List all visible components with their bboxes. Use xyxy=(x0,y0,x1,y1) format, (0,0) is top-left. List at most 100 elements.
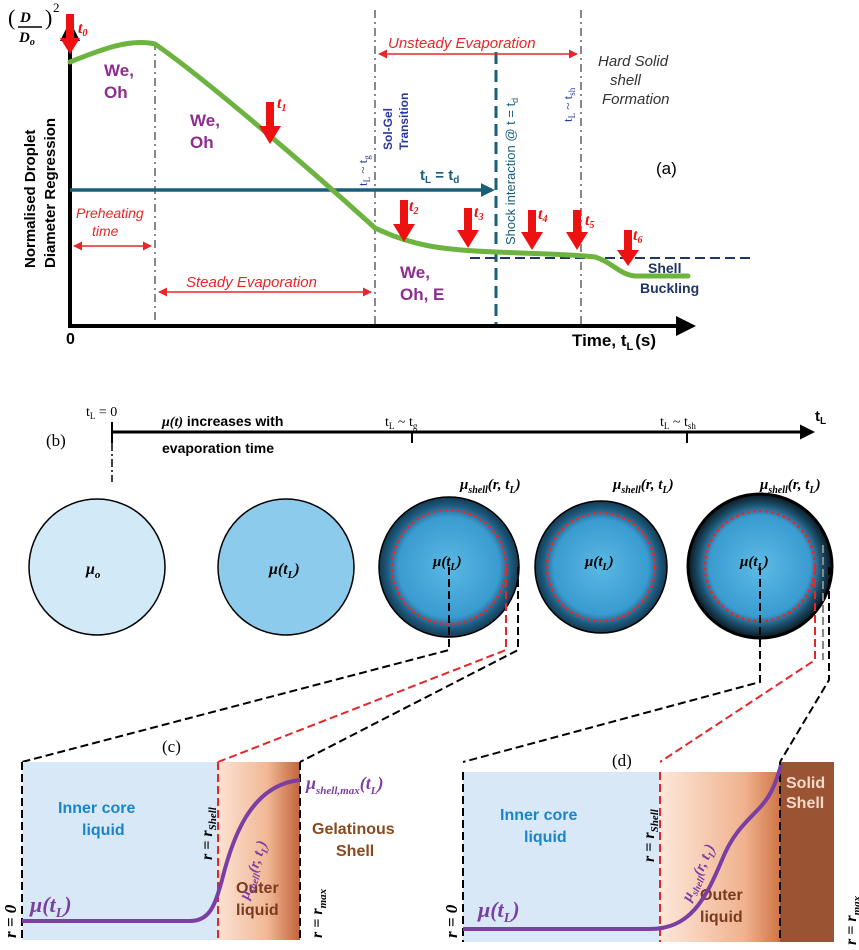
outer-liquid-label-d-1: Outer xyxy=(700,887,743,904)
tsh-label: tL ~ tsh xyxy=(660,415,696,431)
droplet-3-label: μ(tL) xyxy=(432,554,462,573)
shell-label-1: μshell(r, tL) xyxy=(459,477,521,496)
outer-liquid-region-d xyxy=(660,772,780,942)
hard-solid-label-3: Formation xyxy=(602,91,670,108)
t0-label: tL = 0 xyxy=(86,405,117,421)
outer-liquid-label-d-2: liquid xyxy=(700,909,743,926)
mu-increase-line2: evaporation time xyxy=(162,440,274,456)
mu-t-label-c: μ(tL) xyxy=(29,892,72,921)
shell-buckling-1: Shell xyxy=(648,260,681,276)
regime-1-line2: Oh xyxy=(104,83,128,102)
hard-solid-label-1: Hard Solid xyxy=(598,53,669,70)
svg-text:t3: t3 xyxy=(474,204,483,223)
r-shell-label-d: r = rShell xyxy=(641,808,661,862)
panel-b: tL = 0 tL ~ tg tL ~ tsh tL (b) μ(t) incr… xyxy=(21,405,834,763)
hard-solid-label-2: shell xyxy=(610,72,642,89)
inner-core-region-c xyxy=(22,762,218,940)
gelatinous-label-1: Gelatinous xyxy=(312,821,395,838)
unsteady-evap-label: Unsteady Evaporation xyxy=(388,35,536,52)
droplet-4-label: μ(tL) xyxy=(584,554,614,573)
regime-1-line1: We, xyxy=(104,61,134,80)
shell-label-2: μshell(r, tL) xyxy=(612,477,674,496)
svg-text:t2: t2 xyxy=(409,198,418,217)
preheating-label-2: time xyxy=(92,223,119,239)
shell-buckling-2: Buckling xyxy=(640,280,699,296)
marker-t6: t6 xyxy=(617,227,642,266)
sol-gel-label-1: Sol-Gel xyxy=(381,108,395,150)
r-max-label-d: r = rmax xyxy=(843,895,859,945)
viscosity-profile-d xyxy=(463,764,783,931)
marker-t4: t4 xyxy=(521,206,547,250)
marker-t3: t3 xyxy=(457,204,483,248)
regime-2-line2: Oh xyxy=(190,133,214,152)
preheating-label-1: Preheating xyxy=(76,205,144,221)
mu-t-label-d: μ(tL) xyxy=(477,897,520,926)
solid-shell-label-1: Solid xyxy=(786,775,825,792)
droplet-1 xyxy=(28,498,166,636)
inner-core-label-c-1: Inner core xyxy=(58,800,135,817)
panel-a-label: (a) xyxy=(656,159,677,178)
mu-increase-line1: μ(t) increases with xyxy=(161,413,283,430)
droplet-4-shell-boundary xyxy=(545,511,657,623)
droplet-2 xyxy=(217,498,355,636)
outer-liquid-label-c-1: Outer xyxy=(236,880,279,897)
diameter-regression-curve xyxy=(67,39,691,279)
panel-b-label: (b) xyxy=(46,431,66,450)
origin-label: 0 xyxy=(66,331,75,348)
tl-tsh-label: tL ~ tsh xyxy=(560,87,577,122)
tl-tg-label: tL ~ tg xyxy=(355,155,372,186)
mu-shell-max-label: μshell,max(tL) xyxy=(305,773,383,797)
outer-liquid-label-c-2: liquid xyxy=(236,902,279,919)
panel-c-label: (c) xyxy=(162,737,181,756)
inner-core-region-d xyxy=(463,772,660,942)
y-axis-symbol-D: D xyxy=(19,10,31,26)
y-axis-power: 2 xyxy=(53,0,60,15)
zoom-connectors xyxy=(21,545,830,763)
y-axis-symbol-Do: Do xyxy=(18,30,35,48)
marker-t2: t2 xyxy=(393,198,418,242)
x-axis-label: Time, tL(s) xyxy=(572,331,656,353)
tl-td-label: tL = td xyxy=(420,167,459,186)
sol-gel-label-2: Transition xyxy=(397,93,411,150)
r-max-label-c: r = rmax xyxy=(309,888,329,938)
y-axis-rparen: ) xyxy=(45,5,52,30)
viscosity-profile-c xyxy=(22,778,301,923)
r-zero-label-c: r = 0 xyxy=(1,904,20,938)
shell-label-3: μshell(r, tL) xyxy=(759,477,821,496)
droplet-2-label: μ(tL) xyxy=(268,561,300,581)
regime-3-line1: We, xyxy=(400,263,430,282)
gelatinous-label-2: Shell xyxy=(336,843,374,860)
droplet-1-label: μo xyxy=(85,561,101,581)
r-shell-label-c: r = rShell xyxy=(199,806,219,860)
svg-text:t5: t5 xyxy=(585,212,594,231)
panel-c: (c) Inner core liquid Outer liquid Gelat… xyxy=(1,737,395,940)
marker-t1: t1 xyxy=(259,95,286,144)
solid-shell-region-d xyxy=(780,762,834,942)
svg-text:t0: t0 xyxy=(78,20,87,39)
y-axis-label-line2: Diameter Regression xyxy=(42,118,59,268)
y-axis-label-line1: Normalised Droplet xyxy=(22,130,39,268)
r-zero-label-d: r = 0 xyxy=(442,904,461,938)
svg-text:t4: t4 xyxy=(538,206,547,225)
svg-text:t6: t6 xyxy=(633,227,642,246)
shock-interaction-label: Shock interaction @ t = td xyxy=(503,98,520,245)
tg-label: tL ~ tg xyxy=(385,415,418,431)
marker-t0: t0 xyxy=(60,14,87,54)
regime-3-line2: Oh, E xyxy=(400,285,444,304)
inner-core-label-d-2: liquid xyxy=(524,829,567,846)
marker-t5: t5 xyxy=(566,210,594,250)
regime-2-line1: We, xyxy=(190,111,220,130)
panel-d-label: (d) xyxy=(612,751,632,770)
solid-shell-label-2: Shell xyxy=(786,795,824,812)
droplet-4 xyxy=(534,500,668,634)
panel-d: (d) Inner core liquid Outer liquid Solid… xyxy=(442,751,859,945)
inner-core-label-d-1: Inner core xyxy=(500,807,577,824)
axis-end-label: tL xyxy=(815,408,826,427)
inner-core-label-c-2: liquid xyxy=(82,822,125,839)
steady-evap-label: Steady Evaporation xyxy=(186,274,317,291)
droplet-5 xyxy=(686,492,834,640)
svg-text:t1: t1 xyxy=(277,95,286,114)
y-axis-lparen: ( xyxy=(8,5,15,30)
panel-a: ( D Do ) 2 Normalised Droplet Diameter R… xyxy=(8,0,752,353)
